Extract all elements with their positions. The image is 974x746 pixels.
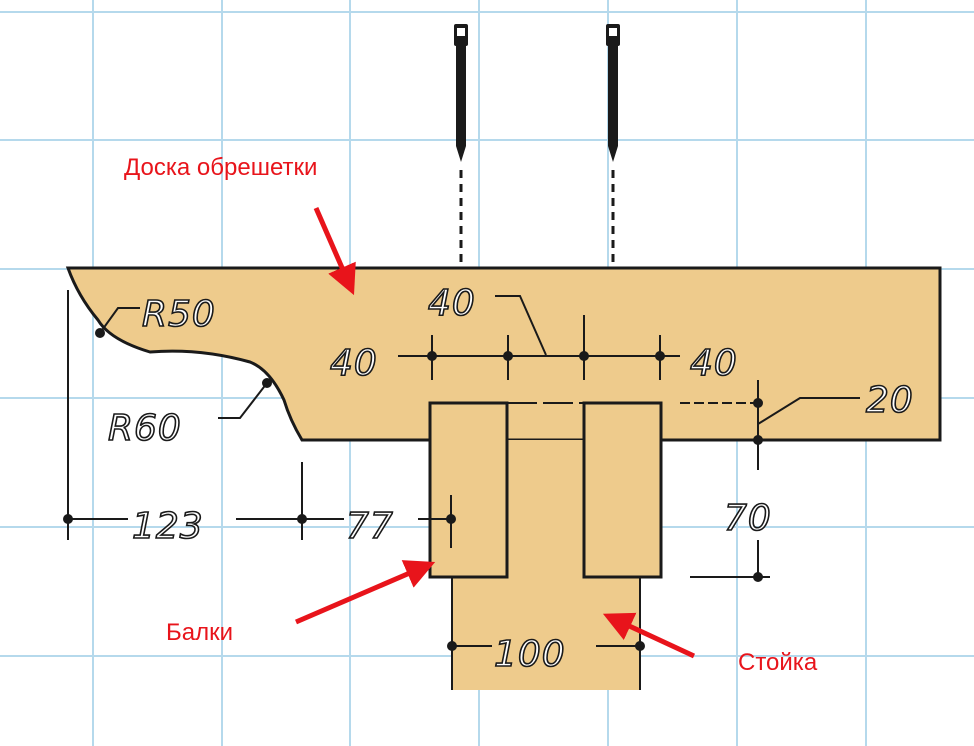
dim-r60: R60 [108, 408, 182, 449]
dim-20: 20 [866, 380, 914, 421]
dim-70: 70 [724, 498, 772, 539]
bolt-icon [454, 24, 468, 262]
dim-40-right: 40 [690, 343, 738, 384]
dim-100: 100 [494, 634, 566, 675]
dimension-labels: R50 R60 40 40 40 20 123 77 70 100 [107, 282, 914, 676]
beam-left [428, 401, 509, 579]
bolt-icon [606, 24, 620, 262]
label-beams: Балки [166, 619, 233, 646]
callout-arrows [295, 207, 696, 659]
arrow-post [602, 612, 696, 659]
dimension-lines [63, 290, 860, 651]
dim-r50: R50 [142, 294, 216, 335]
arrow-board [313, 207, 356, 296]
dim-40-left: 40 [330, 343, 378, 384]
beam-right [582, 401, 663, 579]
dim-77: 77 [346, 506, 394, 547]
dim-123: 123 [132, 506, 204, 547]
label-board: Доска обрешетки [124, 154, 317, 181]
label-post: Стойка [738, 649, 818, 676]
arrow-beams [295, 560, 436, 625]
dim-40-top: 40 [428, 283, 476, 324]
